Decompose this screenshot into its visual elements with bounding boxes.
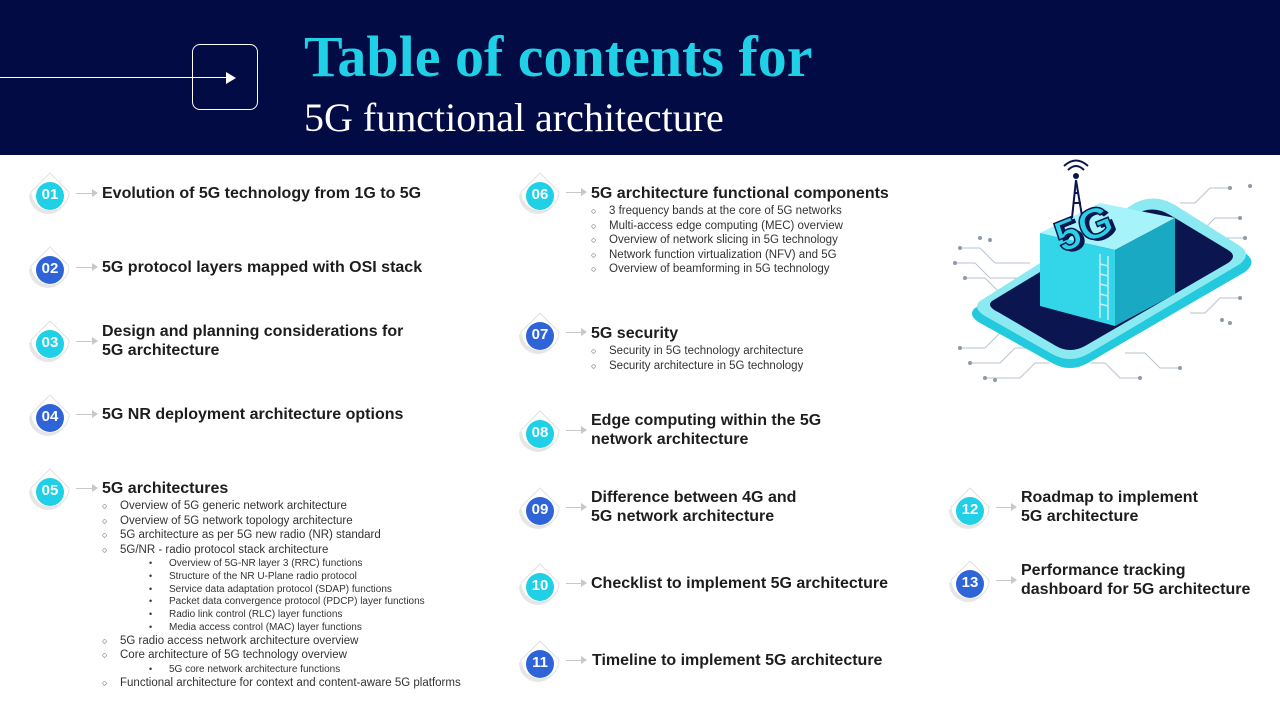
badge-circle: [36, 330, 64, 358]
arrow-line: [566, 583, 581, 584]
badge-circle: [526, 420, 554, 448]
number-badge: 04: [25, 392, 75, 442]
subitem: ○3 frequency bands at the core of 5G net…: [591, 205, 842, 217]
subitem: ○Overview of 5G network topology archite…: [102, 514, 353, 527]
badge-circle: [36, 256, 64, 284]
arrow-right-icon: [581, 328, 587, 336]
arrow-right-icon: [92, 410, 98, 418]
5g-illustration-svg: 5G 5G: [953, 159, 1252, 382]
subitem: ○5G architecture as per 5G new radio (NR…: [102, 529, 381, 541]
arrow-right-icon: [581, 579, 587, 587]
arrow-right-icon: [92, 263, 98, 271]
item-title: Timeline to implement 5G architecture: [592, 652, 883, 669]
arrow-line: [76, 267, 92, 268]
subitem: ○Security in 5G technology architecture: [591, 345, 804, 357]
arrow-right-icon: [92, 337, 98, 345]
item-title: Edge computing within the 5G: [591, 412, 822, 429]
badge-circle: [526, 573, 554, 601]
subitem: ○Multi-access edge computing (MEC) overv…: [591, 219, 843, 232]
item-title: 5G NR deployment architecture options: [102, 406, 404, 423]
sub-subitem: •Service data adaptation protocol (SDAP)…: [149, 583, 392, 595]
item-title-line-2: dashboard for 5G architecture: [1021, 581, 1251, 598]
sub-subitem: •Overview of 5G-NR layer 3 (RRC) functio…: [149, 558, 363, 569]
arrow-right-icon: [92, 484, 98, 492]
subitem: ○5G/NR - radio protocol stack architectu…: [102, 543, 329, 556]
header-banner: Table of contents for 5G functional arch…: [0, 0, 1280, 155]
arrow-right-icon: [581, 188, 587, 196]
subitem: ○Overview of network slicing in 5G techn…: [591, 234, 838, 246]
arrow-right-icon: [1011, 503, 1017, 511]
subitem: ○5G radio access network architecture ov…: [102, 634, 359, 647]
subitem: ○Core architecture of 5G technology over…: [102, 649, 347, 661]
sub-subitem: •5G core network architecture functions: [149, 663, 341, 675]
arrow-right-icon: [92, 189, 98, 197]
item-title-line-2: network architecture: [591, 431, 749, 448]
item-title: Design and planning considerations for: [102, 323, 404, 340]
subitem: ○Network function virtualization (NFV) a…: [591, 248, 837, 261]
badge-circle: [956, 497, 984, 525]
subitem: ○Security architecture in 5G technology: [591, 359, 804, 372]
arrow-line: [76, 414, 92, 415]
arrow-line: [566, 660, 581, 661]
subitem: ○Overview of beamforming in 5G technolog…: [591, 263, 830, 275]
sub-subitem: •Packet data convergence protocol (PDCP)…: [149, 596, 425, 608]
page-title: Table of contents for: [304, 24, 813, 89]
item-title: Difference between 4G and: [591, 489, 797, 506]
number-badge: 05: [25, 466, 75, 516]
item-title: Performance tracking: [1021, 562, 1186, 579]
arrow-right-icon: [581, 503, 587, 511]
arrow-right-icon: [581, 426, 587, 434]
arrow-line: [566, 332, 581, 333]
number-badge: 02: [25, 244, 75, 294]
5g-tower-illustration: 5G 5G: [940, 158, 1260, 390]
header-arrow-line: [0, 77, 232, 78]
sub-subitem: •Media access control (MAC) layer functi…: [149, 622, 362, 633]
badge-circle: [36, 404, 64, 432]
number-badge: 10: [515, 561, 565, 611]
number-badge: 07: [515, 310, 565, 360]
item-title-line-2: 5G architecture: [1021, 508, 1139, 525]
arrow-line: [996, 507, 1011, 508]
sub-subitem: •Radio link control (RLC) layer function…: [149, 609, 343, 621]
header-arrow-icon: [226, 72, 236, 84]
arrow-line: [566, 430, 581, 431]
item-title: Roadmap to implement: [1021, 489, 1198, 506]
subitem: ○Functional architecture for context and…: [102, 677, 461, 689]
badge-circle: [526, 497, 554, 525]
item-title: Checklist to implement 5G architecture: [591, 575, 888, 592]
item-title: 5G protocol layers mapped with OSI stack: [102, 259, 423, 276]
arrow-line: [76, 488, 92, 489]
number-badge: 12: [945, 485, 995, 535]
arrow-line: [996, 580, 1011, 581]
item-title: Evolution of 5G technology from 1G to 5G: [102, 185, 422, 202]
item-title-line-2: 5G network architecture: [591, 508, 775, 525]
item-title: 5G architecture functional components: [591, 185, 889, 202]
item-title: 5G security: [591, 325, 679, 342]
sub-subitem: •Structure of the NR U-Plane radio proto…: [149, 570, 357, 582]
arrow-line: [566, 507, 581, 508]
badge-circle: [526, 182, 554, 210]
number-badge: 01: [25, 170, 75, 220]
badge-circle: [526, 322, 554, 350]
badge-circle: [526, 650, 554, 678]
arrow-line: [76, 341, 92, 342]
page-subtitle: 5G functional architecture: [304, 95, 724, 140]
badge-circle: [36, 182, 64, 210]
number-badge: 03: [25, 318, 75, 368]
item-title: 5G architectures: [102, 480, 229, 497]
subitem: ○Overview of 5G generic network architec…: [102, 500, 347, 512]
number-badge: 08: [515, 408, 565, 458]
item-title-line-2: 5G architecture: [102, 342, 220, 359]
arrow-line: [76, 193, 92, 194]
number-badge: 11: [515, 638, 565, 688]
badge-circle: [956, 570, 984, 598]
arrow-right-icon: [581, 656, 587, 664]
arrow-line: [566, 192, 581, 193]
number-badge: 09: [515, 485, 565, 535]
number-badge: 06: [515, 170, 565, 220]
badge-circle: [36, 478, 64, 506]
arrow-right-icon: [1011, 576, 1017, 584]
header-rounded-box: [192, 44, 258, 110]
number-badge: 13: [945, 558, 995, 608]
